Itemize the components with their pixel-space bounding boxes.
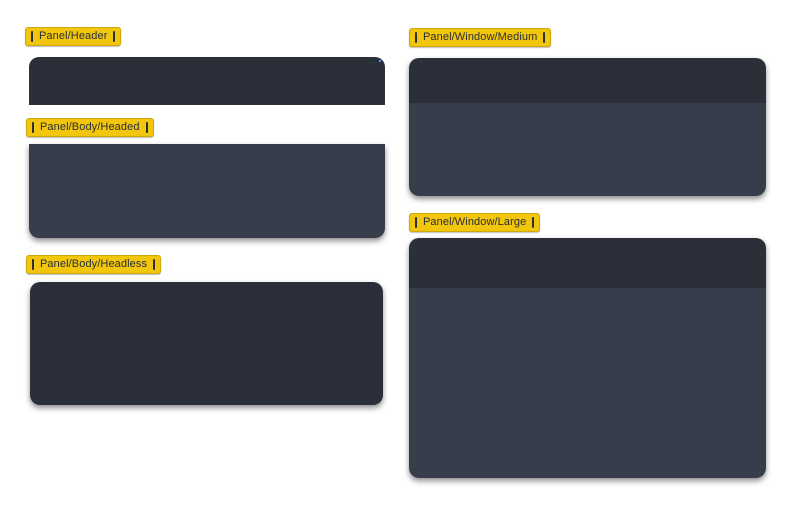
window-header-region bbox=[409, 58, 766, 103]
component-label-panel-window-large[interactable]: Panel/Window/Large bbox=[409, 213, 541, 232]
blue-dot-marker bbox=[379, 60, 381, 62]
tick-mark-icon bbox=[31, 31, 33, 42]
tick-mark-icon bbox=[532, 217, 535, 228]
component-label-text: Panel/Window/Large bbox=[423, 216, 527, 228]
window-header-region bbox=[409, 238, 766, 288]
component-label-panel-header[interactable]: Panel/Header bbox=[25, 27, 122, 46]
panel-body-headless-preview[interactable] bbox=[30, 282, 383, 405]
tick-mark-icon bbox=[415, 32, 417, 43]
component-label-panel-body-headless[interactable]: Panel/Body/Headless bbox=[26, 255, 162, 274]
panel-window-medium-preview[interactable] bbox=[409, 58, 766, 196]
tick-mark-icon bbox=[153, 259, 156, 270]
panel-header-preview[interactable] bbox=[29, 57, 385, 105]
component-label-text: Panel/Body/Headed bbox=[40, 121, 140, 133]
tick-mark-icon bbox=[415, 217, 417, 228]
component-label-text: Panel/Body/Headless bbox=[40, 258, 148, 270]
component-label-panel-window-medium[interactable]: Panel/Window/Medium bbox=[409, 28, 552, 47]
tick-mark-icon bbox=[32, 122, 34, 133]
panel-body-headed-preview[interactable] bbox=[29, 144, 385, 238]
component-label-text: Panel/Header bbox=[39, 30, 108, 42]
tick-mark-icon bbox=[113, 31, 116, 42]
tick-mark-icon bbox=[543, 32, 546, 43]
component-label-panel-body-headed[interactable]: Panel/Body/Headed bbox=[26, 118, 154, 137]
component-label-text: Panel/Window/Medium bbox=[423, 31, 538, 43]
tick-mark-icon bbox=[32, 259, 34, 270]
window-body-region bbox=[409, 288, 766, 478]
tick-mark-icon bbox=[145, 122, 148, 133]
panel-window-large-preview[interactable] bbox=[409, 238, 766, 478]
window-body-region bbox=[409, 103, 766, 196]
